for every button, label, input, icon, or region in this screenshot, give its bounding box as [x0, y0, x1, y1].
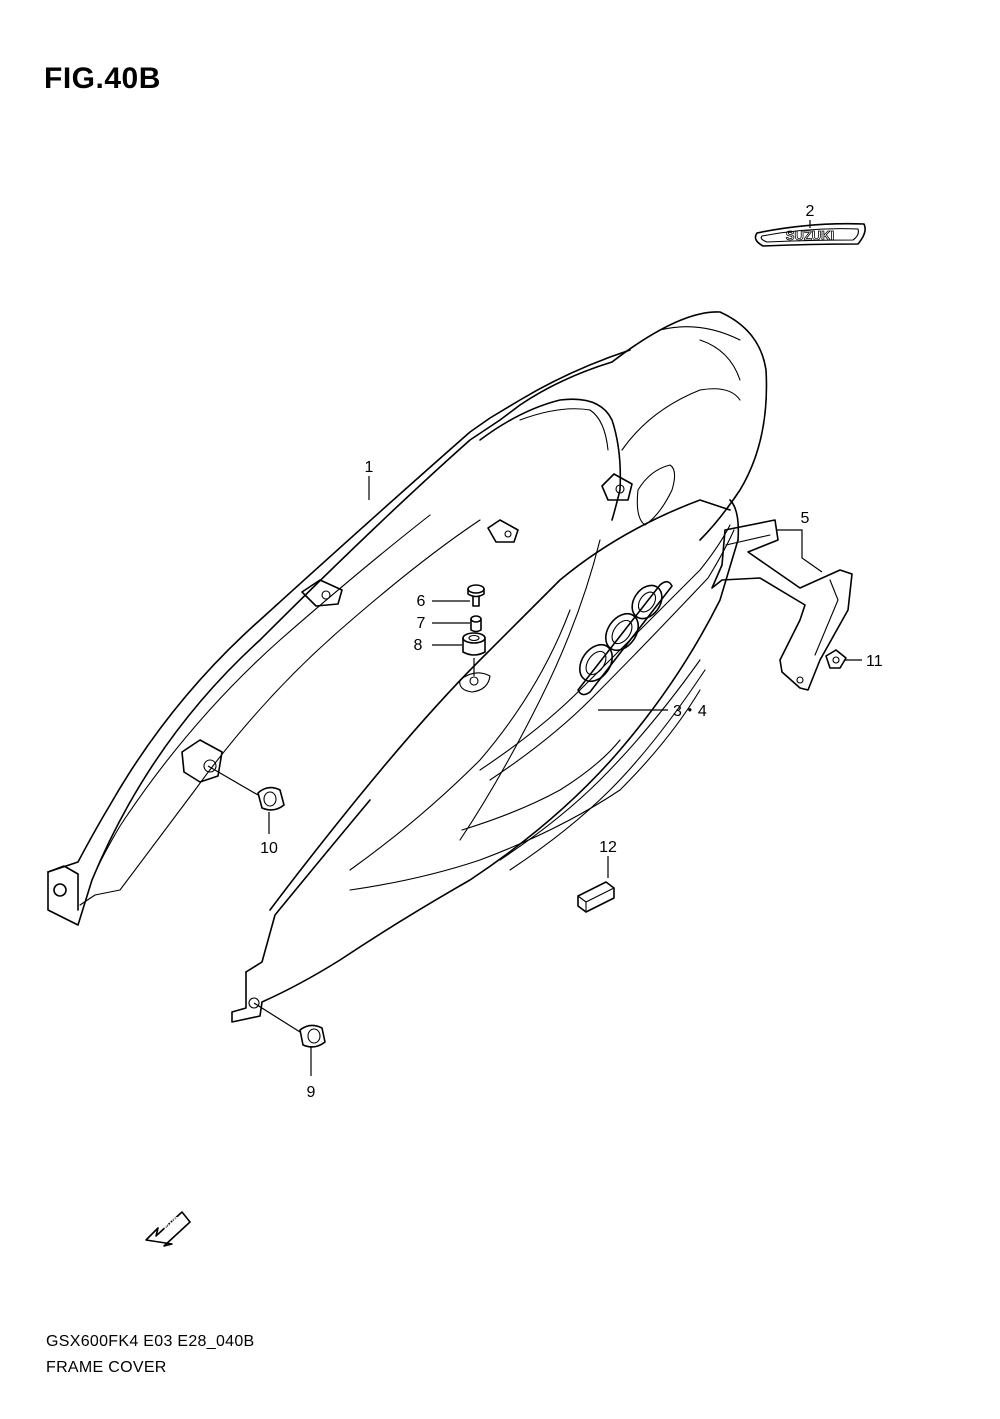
grommet-part-9 — [299, 1024, 326, 1048]
fwd-arrow-label: FWD — [163, 1215, 183, 1234]
leader-lines — [207, 220, 862, 1076]
callout-7: 7 — [417, 615, 426, 632]
model-graphic-600 — [577, 580, 673, 696]
leader-socket-10 — [207, 765, 259, 796]
callout-6: 6 — [417, 593, 426, 610]
pad-part-12 — [577, 881, 615, 913]
model-code: GSX600FK4 E03 E28_040B — [46, 1333, 255, 1350]
cushion-part-8 — [462, 632, 486, 656]
callout-labels: 2 1 5 6 7 8 3・4 11 10 9 12 — [260, 203, 883, 1101]
callout-12: 12 — [599, 839, 617, 856]
frame-cover-part — [47, 311, 768, 1023]
clip-part-11 — [825, 649, 847, 669]
emblem-text: SUZUKI — [786, 228, 834, 243]
callout-10: 10 — [260, 840, 278, 857]
leader-socket-9 — [253, 1002, 301, 1033]
suzuki-emblem: SUZUKI — [754, 222, 866, 247]
screw-part-6 — [467, 584, 485, 607]
leader-5 — [776, 529, 823, 573]
callout-2: 2 — [806, 203, 815, 220]
callout-5: 5 — [801, 510, 810, 527]
callout-8: 8 — [414, 637, 423, 654]
bracket-part-5 — [711, 519, 853, 691]
callout-1: 1 — [365, 459, 374, 476]
figure-title: FIG.40B — [44, 62, 161, 95]
figure-name: FRAME COVER — [46, 1359, 167, 1376]
fwd-arrow-icon: FWD — [145, 1211, 191, 1247]
collar-part-7 — [470, 615, 482, 633]
callout-9: 9 — [307, 1084, 316, 1101]
callout-3-4: 3・4 — [673, 703, 707, 720]
callout-11: 11 — [866, 653, 883, 670]
grommet-part-10 — [257, 786, 285, 811]
